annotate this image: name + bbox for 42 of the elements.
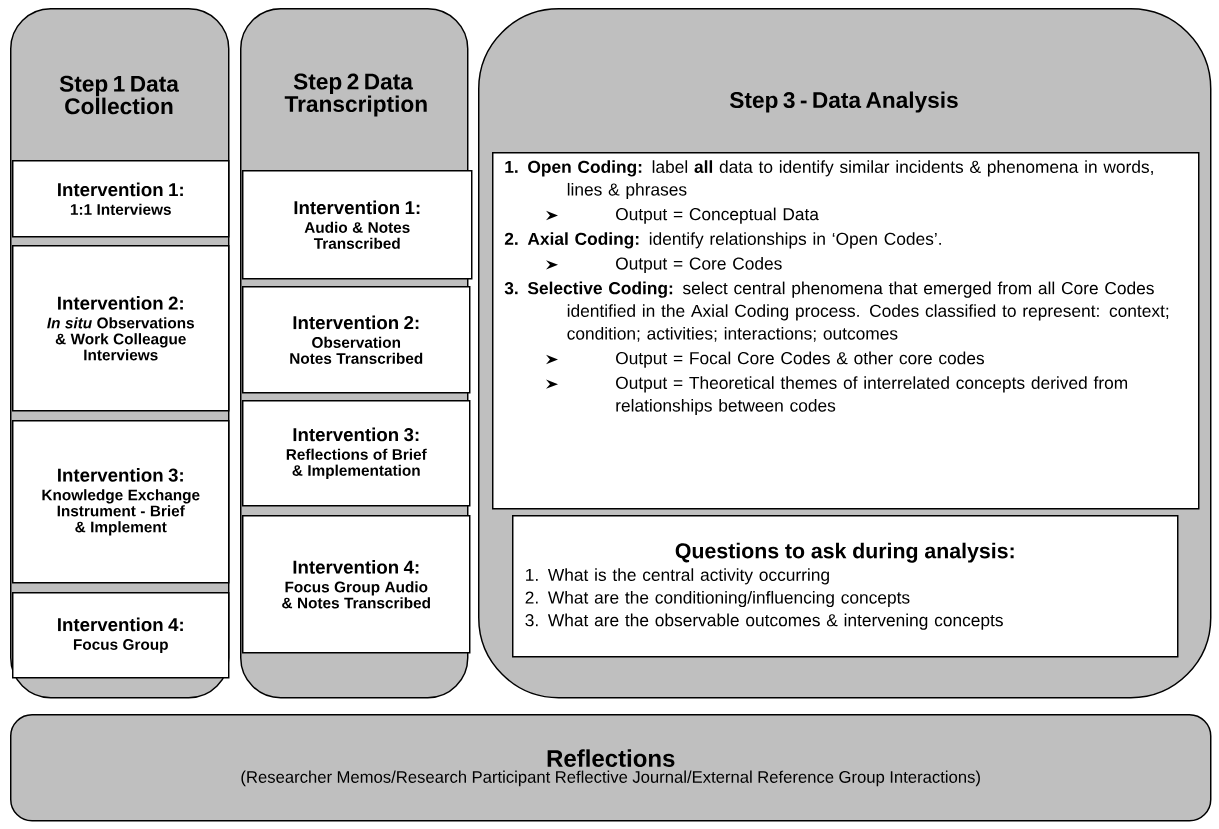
intervention-box [12, 160, 230, 238]
intervention-description: Observation Notes Transcribed [290, 336, 423, 364]
intervention-box [242, 286, 471, 394]
intervention-box [12, 245, 230, 412]
intervention-heading: Intervention 4: [293, 560, 419, 574]
intervention-heading: Intervention 3: [293, 427, 419, 442]
output-item: Output = Theoretical themes of interrelated concepts derived from relationships between codes [616, 376, 1128, 416]
question-item: 2. What are the conditioning/influencing concepts [525, 590, 910, 608]
reflections-band [10, 714, 1212, 822]
output-item: Output = Focal Core Codes & other core codes [616, 351, 984, 368]
intervention-box [12, 592, 230, 679]
questions-heading: Questions to ask during analysis: [675, 542, 1014, 563]
reflections-description: (Researcher Memos/Research Participant Reflective Journal/External Reference Group Interactions) [241, 770, 980, 787]
intervention-heading: Intervention 2: [58, 296, 183, 310]
question-item: 3. What are the observable outcomes & intervening concepts [525, 613, 1003, 630]
intervention-heading: Intervention 1: [58, 182, 183, 197]
step-heading: Step 1 Data Collection [59, 75, 179, 115]
intervention-heading: Intervention 3: [58, 468, 183, 482]
intervention-description: 1:1 Interviews [70, 203, 171, 215]
output-item: Output = Conceptual Data [616, 207, 819, 224]
intervention-description: Reflections of Brief & Implementation [286, 448, 427, 479]
coding-step: 2. Axial Coding: identify relationships in ‘Open Codes’. [504, 232, 941, 249]
questions-box [512, 515, 1179, 658]
intervention-description: Audio & Notes Transcribed [304, 221, 410, 249]
intervention-heading: Intervention 2: [293, 315, 419, 330]
intervention-box [242, 515, 471, 654]
intervention-box [242, 170, 473, 280]
intervention-description: Knowledge Exchange Instrument - Brief & Implement [42, 489, 200, 536]
intervention-heading: Intervention 4: [58, 617, 183, 632]
intervention-description: Focus Group Audio & Notes Transcribed [282, 581, 430, 609]
question-item: 1. What is the central activity occurring [526, 568, 829, 585]
intervention-box [12, 420, 230, 584]
intervention-description: Focus Group [73, 639, 168, 653]
reflections-heading: Reflections [547, 749, 675, 767]
intervention-heading: Intervention 1: [294, 200, 420, 215]
step-heading: Step 3 - Data Analysis [729, 91, 958, 113]
step-heading: Step 2 Data Transcription [284, 73, 427, 117]
intervention-description: In situ Observations & Work Colleague Interviews [47, 317, 194, 361]
intervention-box [242, 400, 471, 507]
output-item: Output = Core Codes [616, 256, 782, 274]
coding-step: 1. Open Coding: label all data to identify similar incidents & phenomena in words, lines & phrases [505, 160, 1153, 200]
coding-step: 3. Selective Coding: select central phenomena that emerged from all Core Codes identified in the Axial Coding process. Codes classified to represent: context; condition; activities; interactions; outcomes [504, 281, 1169, 342]
